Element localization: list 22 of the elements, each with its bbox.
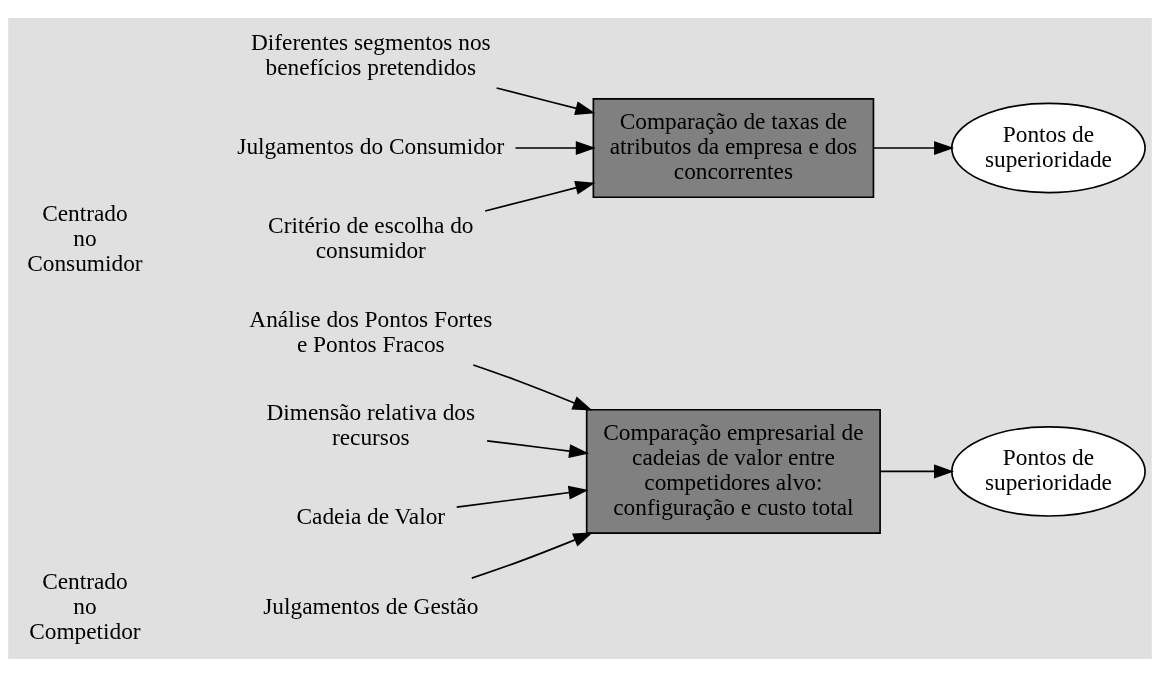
node-box: Comparação de taxas de atributos da empresa e dos concorrentes [592,98,875,199]
node-text: Critério de escolha do consumidor [268,212,474,264]
node-box: Comparação empresarial de cadeias de valor entre competidores alvo: configuração e custo total [585,408,881,534]
node-text: Diferentes segmentos nos benefícios pretendidos [250,29,491,81]
arrow [495,87,596,116]
arrow [486,439,590,459]
label: Centrado no Consumidor [27,199,143,276]
arrow [470,532,594,579]
arrow [872,141,955,156]
node-text: Julgamentos do Consumidor [237,133,505,160]
arrow [514,141,596,156]
node-text: Análise dos Pontos Fortes e Pontos Fracos [249,305,493,357]
arrow [879,464,954,479]
node-ellipse: Pontos de superioridade [950,426,1146,517]
node-ellipse: Pontos de superioridade [950,102,1146,194]
label: Centrado no Competidor [29,568,141,645]
node-text: Cadeia de Valor [296,503,446,530]
arrow [455,485,589,509]
arrow [472,364,593,411]
node-text: Julgamentos de Gestão [263,593,479,620]
node-text: Dimensão relativa dos recursos [266,399,476,451]
arrow [484,181,596,212]
